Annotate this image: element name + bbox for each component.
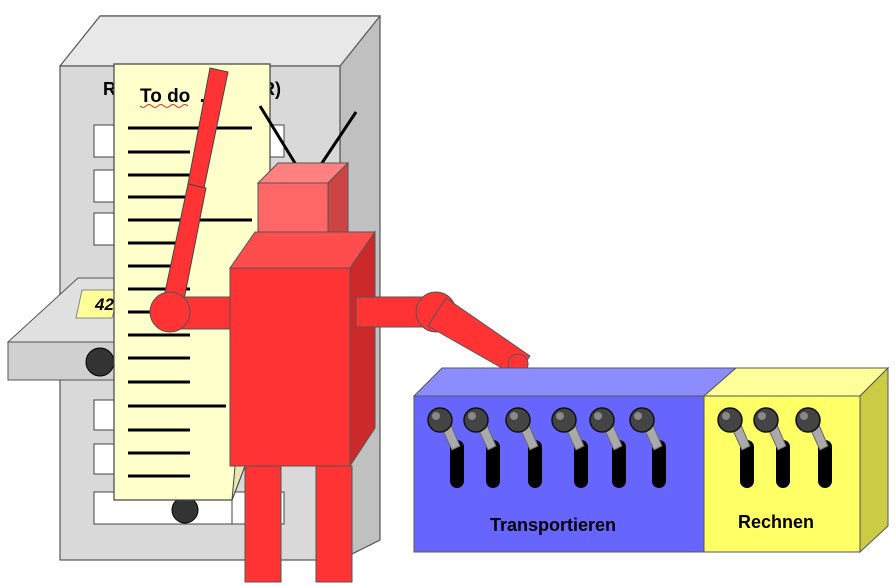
compute-label: Rechnen	[738, 512, 814, 532]
robot-body	[229, 230, 376, 468]
robot-hand-left	[149, 291, 191, 333]
switchboard: Transportieren Rechnen	[412, 366, 890, 554]
transport-switch-5[interactable]	[589, 407, 626, 488]
transport-switches	[427, 407, 666, 488]
transport-label: Transportieren	[490, 515, 616, 535]
cabinet-label-start: R	[103, 79, 116, 99]
transport-switch-3[interactable]	[505, 407, 542, 488]
compute-switch-3[interactable]	[795, 407, 832, 488]
compute-switches	[717, 407, 832, 488]
robot-leg-right	[315, 465, 353, 583]
robot	[149, 67, 531, 583]
robot-leg-left	[244, 465, 282, 583]
transport-switch-2[interactable]	[463, 407, 500, 488]
compute-switch-2[interactable]	[753, 407, 790, 488]
drawer-knob	[85, 347, 115, 377]
robot-antenna-right	[314, 111, 358, 173]
drawer-knob-bottom	[171, 496, 199, 524]
todo-lines	[128, 126, 252, 478]
compute-switch-1[interactable]	[717, 407, 754, 488]
transport-switch-6[interactable]	[629, 407, 666, 488]
transport-switch-4[interactable]	[551, 407, 588, 488]
drawer-note: 42	[94, 295, 114, 314]
robot-antenna-left	[258, 105, 300, 169]
transport-switch-1[interactable]	[427, 407, 464, 488]
